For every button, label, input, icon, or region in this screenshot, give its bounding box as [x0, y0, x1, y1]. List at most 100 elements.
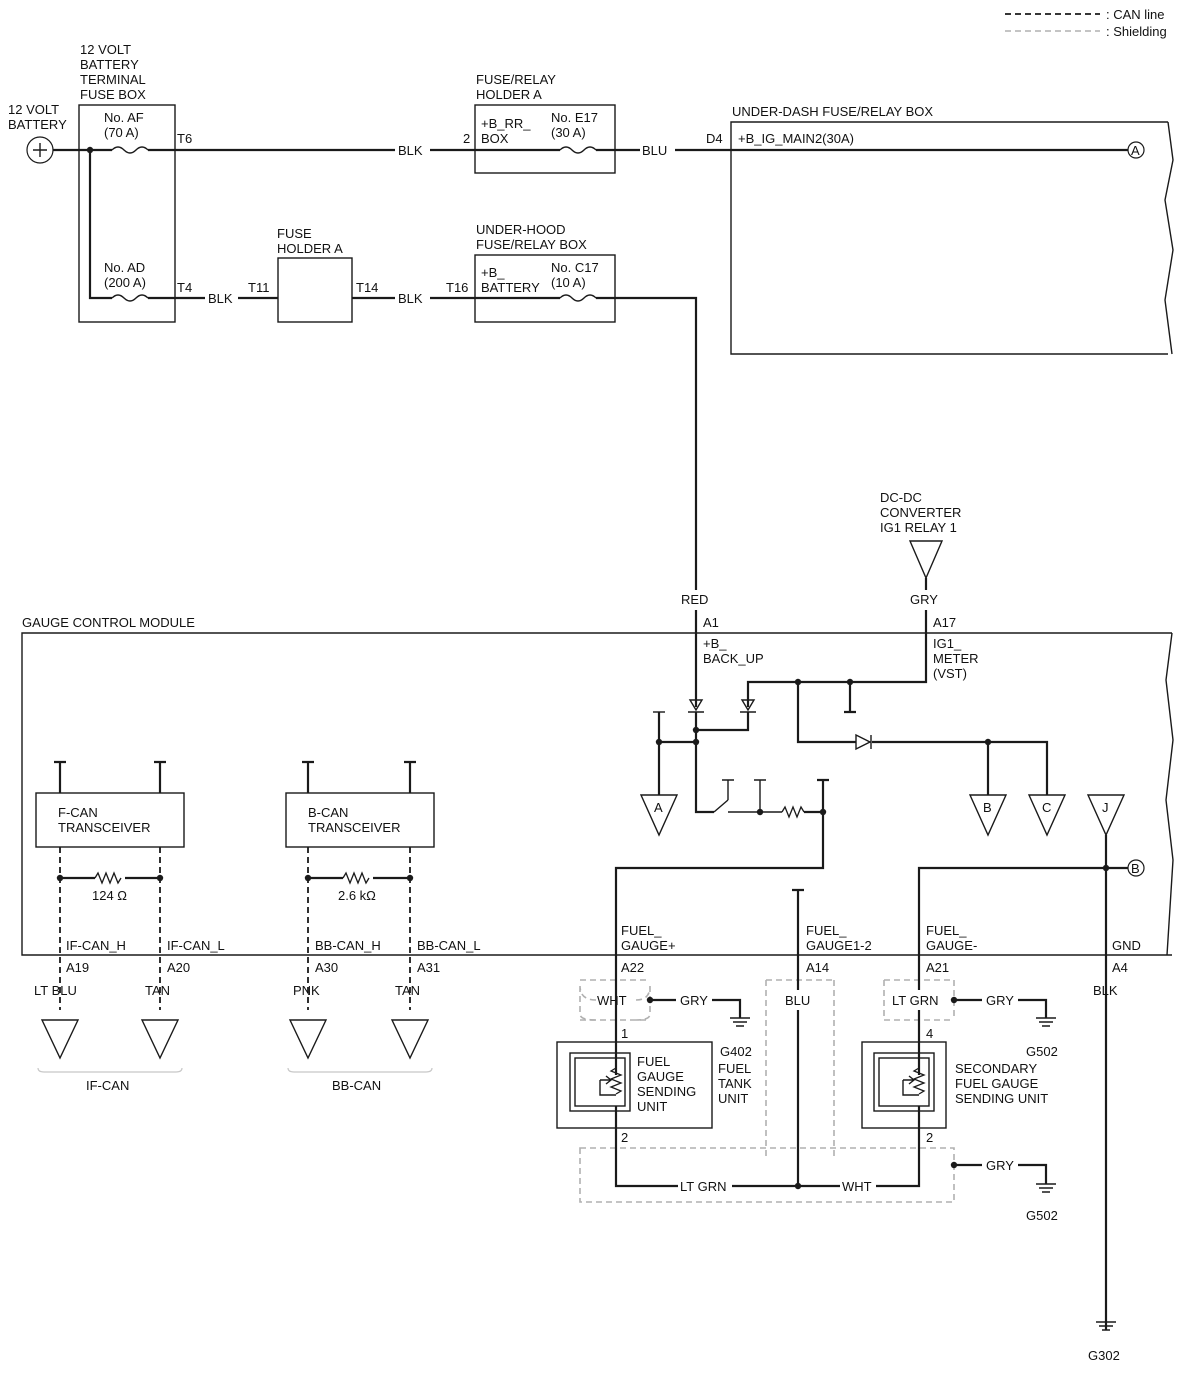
bottom-shield-ground-label: G502 [1026, 1208, 1058, 1223]
gcm-connector-b-out: B [1131, 861, 1140, 876]
underhood-label-2: BATTERY [481, 280, 540, 295]
fr-holder-title-2: HOLDER A [476, 87, 542, 102]
dcdc-title-3: IG1 RELAY 1 [880, 520, 957, 535]
pin-number-a20: A20 [167, 960, 190, 975]
wire-shield-gry-3 [954, 1163, 1048, 1184]
secondary-sender-wiper-icon [902, 1075, 919, 1096]
connector-a-label: A [1131, 143, 1140, 158]
diode-b-c-icon [855, 733, 872, 751]
junction-dot [692, 726, 700, 734]
bcan-resistor-value: 2.6 kΩ [338, 888, 376, 903]
fuel-tank-unit-box [556, 1041, 713, 1129]
wire-color-blk-2: BLK [208, 291, 233, 306]
battery-plus-icon [33, 143, 47, 157]
gcm-connector-j: J [1102, 800, 1109, 815]
pin-wire-a19: LT BLU [34, 983, 77, 998]
underdash-outline [730, 121, 1168, 355]
pin-wire-a31: TAN [395, 983, 420, 998]
fcan-transceiver-box [35, 792, 185, 848]
wire-to-a-out [657, 712, 696, 795]
resistor-icon [781, 805, 805, 819]
ground-g302-icon [1096, 1321, 1116, 1331]
junction-dot [950, 1161, 958, 1169]
pin-label-a21-1: FUEL_ [926, 923, 967, 938]
fuse-ad-terminal: T4 [177, 280, 192, 295]
gcm-connector-b: B [983, 800, 992, 815]
connector-c-triangle-icon [1027, 794, 1067, 837]
battery-terminal-fuse-box: 12 VOLT BATTERY TERMINAL FUSE BOX No. AF… [78, 42, 192, 323]
node-stub [754, 779, 766, 812]
fuse-e17-icon [559, 146, 597, 154]
legend: : CAN line : Shielding [1005, 7, 1167, 39]
pin-label-a31: BB-CAN_L [417, 938, 481, 953]
bt-fuse-box-title-1: 12 VOLT [80, 42, 131, 57]
fuel-tank-label-3: UNIT [718, 1091, 748, 1106]
fuel-sender-label-3: SENDING [637, 1084, 696, 1099]
bb-can-brace [287, 1067, 433, 1073]
dcdc-source-triangle-icon [908, 540, 944, 580]
fuse-holder-out-terminal: T14 [356, 280, 378, 295]
secondary-sender-outer-box [861, 1041, 947, 1129]
underdash-title: UNDER-DASH FUSE/RELAY BOX [732, 104, 933, 119]
underhood-title-2: FUSE/RELAY BOX [476, 237, 587, 252]
gcm-pins: IF-CAN_H A19 LT BLU IF-CAN_L A20 TAN BB-… [34, 923, 1141, 998]
fuel-sender-inner-box [574, 1057, 626, 1107]
pin-label-a22-1: FUEL_ [621, 923, 662, 938]
secondary-sender-mid-box [873, 1052, 935, 1112]
pin-label-a21-2: GAUGE- [926, 938, 977, 953]
fuel-tank-label-2: TANK [718, 1076, 752, 1091]
connector-b-circle [1127, 859, 1145, 877]
gcm-a1-pin: A1 [703, 615, 719, 630]
secondary-sender-label-1: SECONDARY [955, 1061, 1037, 1076]
gcm-a17-label-1: IG1_ [933, 636, 962, 651]
fuse-af-icon [111, 146, 149, 154]
fuse-ad-icon [111, 294, 149, 302]
wire-to-a22 [614, 812, 825, 955]
fuse-c17-name: No. C17 [551, 260, 599, 275]
fuse-holder-title-1: FUSE [277, 226, 312, 241]
secondary-ground-label: G502 [1026, 1044, 1058, 1059]
under-hood-fuse-relay-box: UNDER-HOOD FUSE/RELAY BOX T16 +B_ BATTER… [446, 222, 698, 590]
connector-j-triangle-icon [1086, 794, 1126, 837]
underhood-outline [474, 254, 616, 323]
underdash-pin: D4 [706, 131, 723, 146]
switch-icon [713, 799, 782, 813]
bb-can-group-label: BB-CAN [332, 1078, 381, 1093]
gauge-control-module: GAUGE CONTROL MODULE A1 +B_ BACK_UP A17 … [21, 610, 1174, 1330]
battery-label-line2: BATTERY [8, 117, 67, 132]
shield-wht [579, 985, 651, 1021]
connector-a-triangle-icon [639, 794, 679, 837]
can-connectors: IF-CAN BB-CAN [37, 1019, 433, 1093]
bb-can-h-triangle-icon [288, 1019, 328, 1060]
junction-dot [86, 146, 94, 154]
if-can-h-triangle-icon [40, 1019, 80, 1060]
fr-holder-pin: 2 [463, 131, 470, 146]
wire-to-switch [694, 742, 714, 814]
bottom-wire-wht: WHT [842, 1179, 872, 1194]
gcm-a1-label-1: +B_ [703, 636, 727, 651]
fr-holder-label-1: +B_RR_ [481, 116, 531, 131]
shielding-legend-label: : Shielding [1106, 24, 1167, 39]
secondary-shield-wire: GRY [986, 993, 1014, 1008]
wire-color-blu: BLU [642, 143, 667, 158]
fcan-title-1: F-CAN [58, 805, 98, 820]
fuse-af-terminal: T6 [177, 131, 192, 146]
bcan-transceiver-box [285, 792, 435, 848]
switch-stub [722, 779, 734, 800]
junction-dot [756, 808, 764, 816]
fr-holder-outline [474, 104, 616, 174]
bt-fuse-box-title-2: BATTERY [80, 57, 139, 72]
pin-number-a31: A31 [417, 960, 440, 975]
fuse-ad-rating: (200 A) [104, 275, 146, 290]
wire-diode-merge [694, 712, 750, 742]
dcdc-title-2: CONVERTER [880, 505, 961, 520]
bt-fuse-box-outline [78, 104, 176, 323]
fr-holder-label-2: BOX [481, 131, 509, 146]
wire-color-gry: GRY [910, 592, 938, 607]
fuel-pin-top: 1 [621, 1026, 628, 1041]
wire-to-b-c [796, 682, 1049, 795]
bb-can-l-triangle-icon [390, 1019, 430, 1060]
can-line-legend-label: : CAN line [1106, 7, 1165, 22]
fuel-sender-resistor-icon [609, 1067, 623, 1095]
underhood-title-1: UNDER-HOOD [476, 222, 566, 237]
